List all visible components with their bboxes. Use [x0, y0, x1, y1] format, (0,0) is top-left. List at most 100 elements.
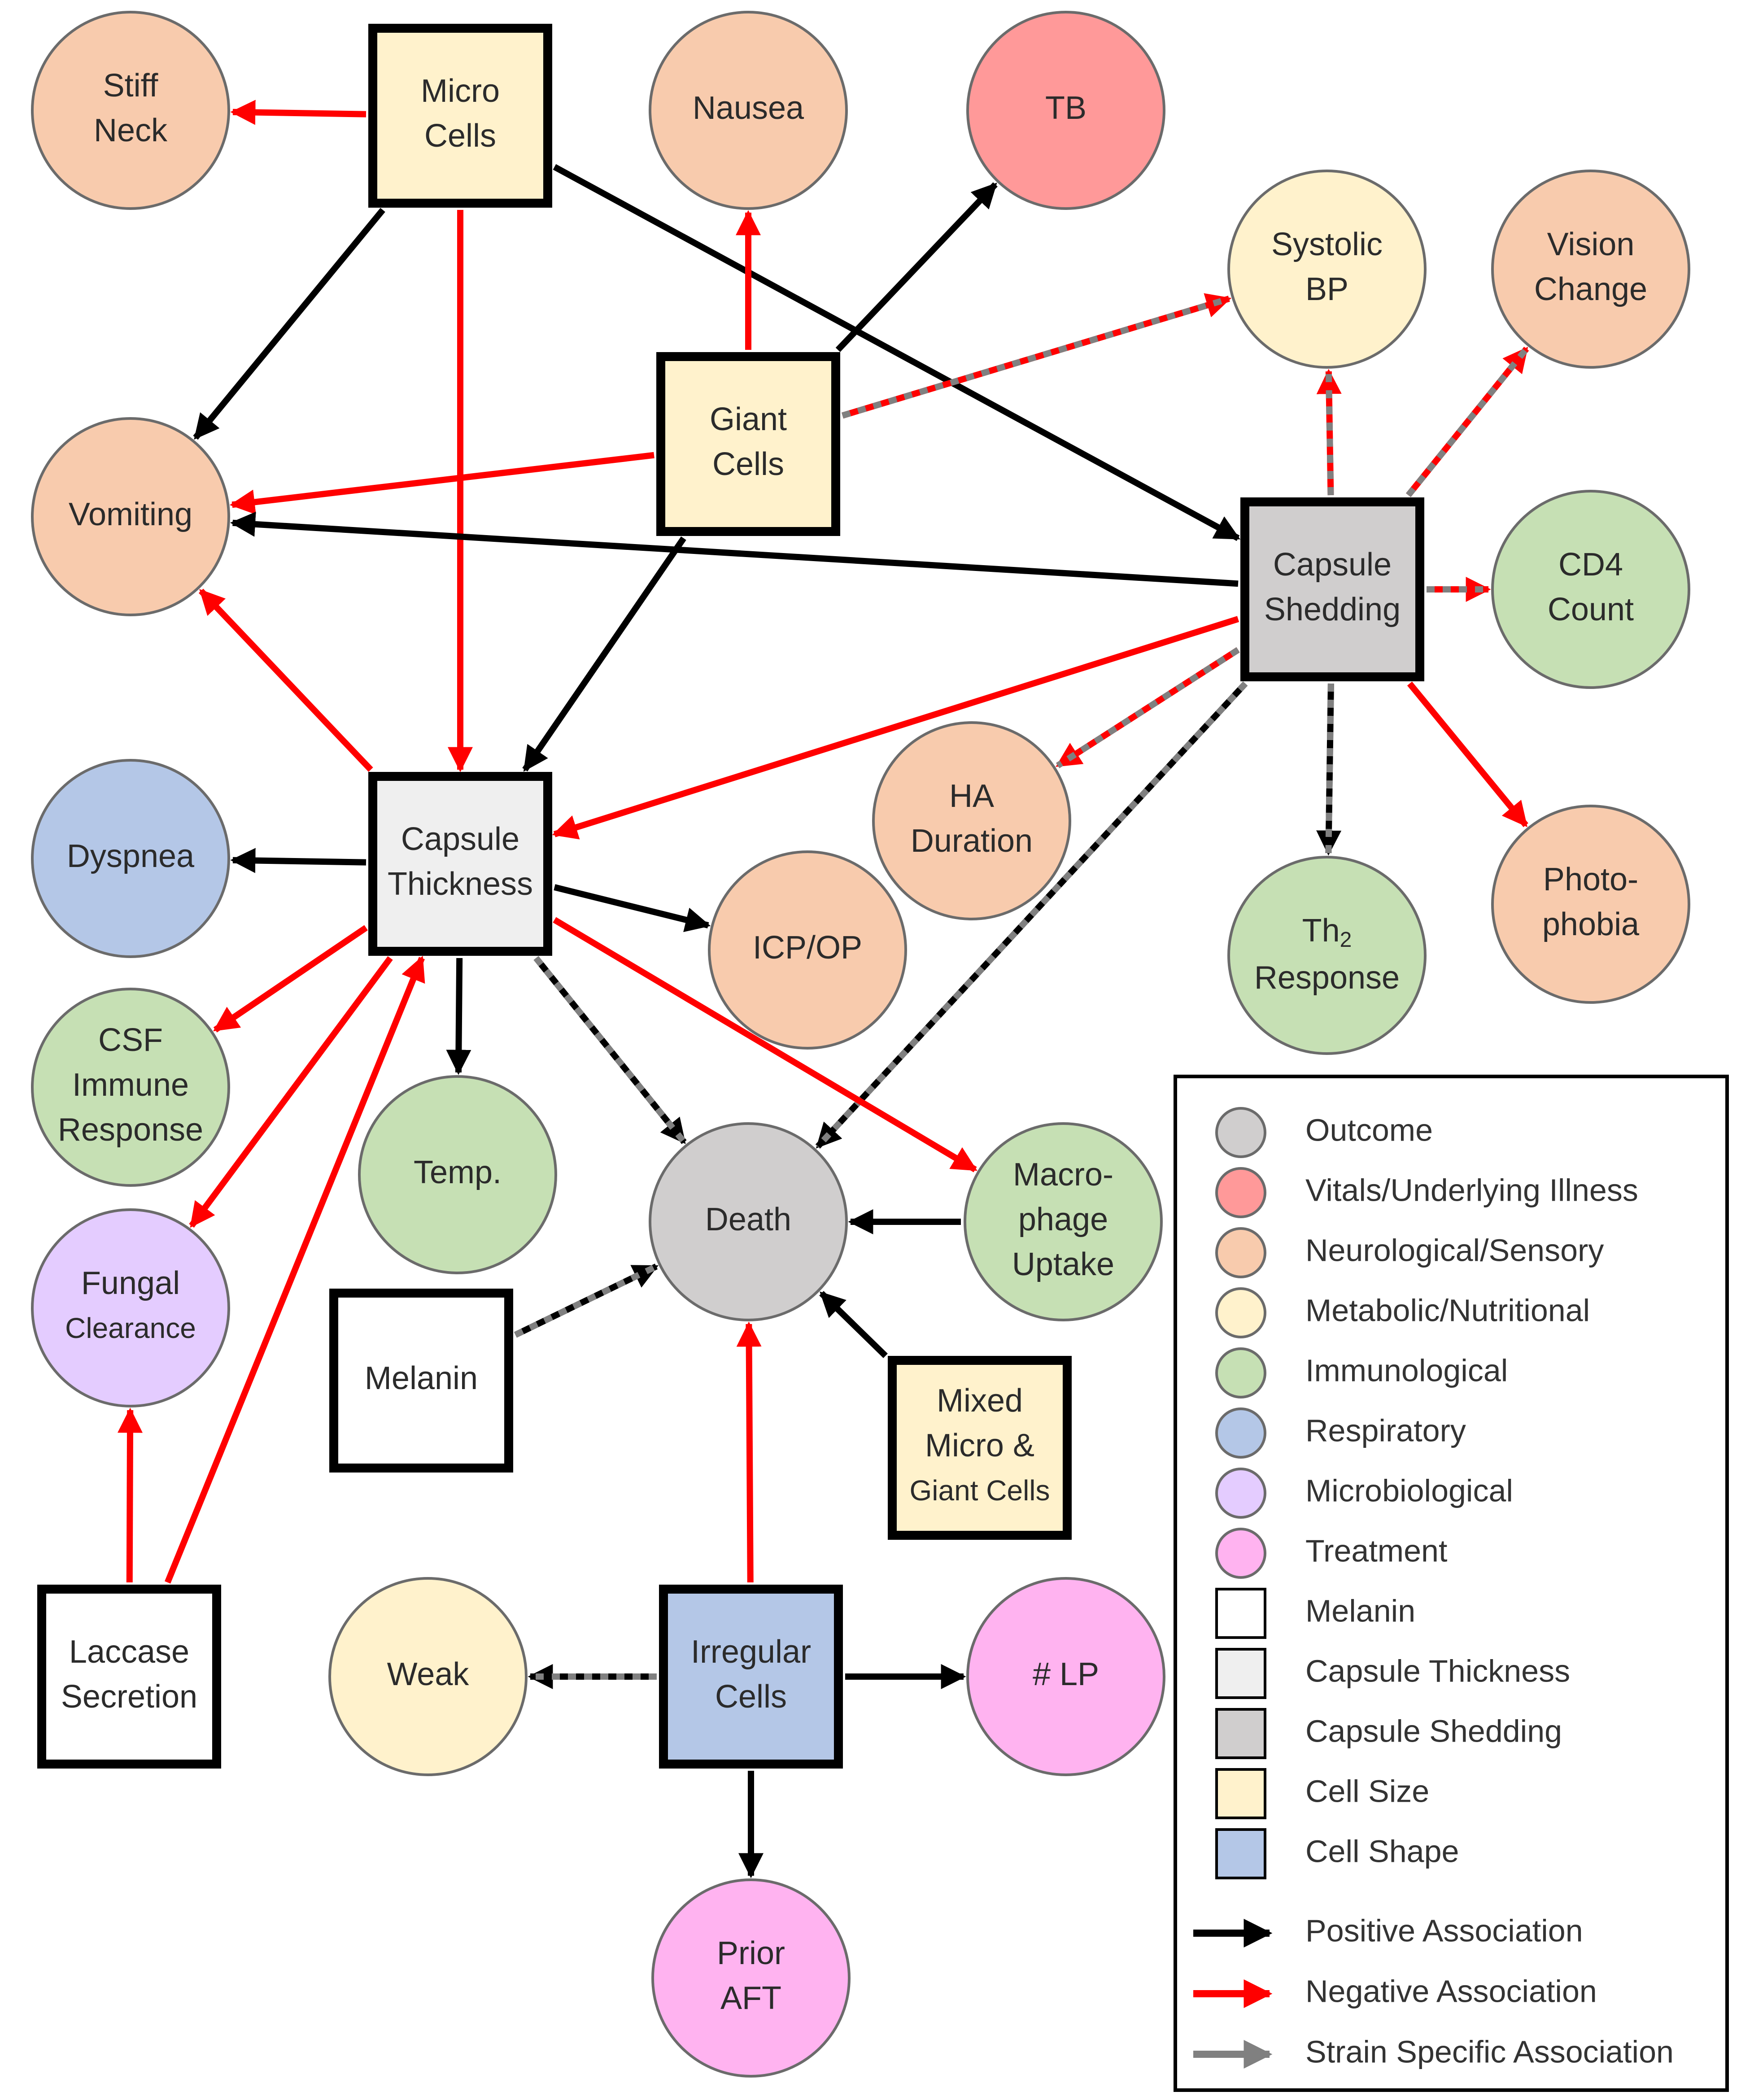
node-label-line: Stiff	[103, 68, 159, 104]
node-label-line: Melanin	[365, 1360, 478, 1396]
edge-capsule-thickness-to-macrophage	[553, 917, 977, 1172]
legend-label: Outcome	[1305, 1112, 1433, 1147]
legend-item: Metabolic/Nutritional	[1215, 1287, 1590, 1338]
legend-item: Capsule Shedding	[1215, 1708, 1562, 1759]
legend-item: Cell Size	[1215, 1768, 1429, 1819]
edge-capsule-shedding-to-vomiting	[230, 511, 1239, 587]
legend-item: Respiratory	[1215, 1407, 1466, 1459]
node-label-line: Micro	[421, 73, 500, 109]
node-label-line: Response	[58, 1112, 203, 1148]
node-label-line: Shedding	[1264, 592, 1401, 627]
node-label-line: BP	[1305, 271, 1348, 307]
legend-item: Cell Shape	[1215, 1828, 1459, 1879]
edge-capsule-thickness-to-icp-op	[554, 884, 711, 932]
node-dyspnea: Dyspnea	[31, 759, 230, 958]
node-label-line: # LP	[1033, 1656, 1099, 1692]
legend-swatch-circle	[1215, 1227, 1266, 1278]
node-label-line: Change	[1534, 271, 1647, 307]
legend-label: Cell Size	[1305, 1773, 1429, 1808]
node-label-line: Response	[1254, 960, 1400, 996]
edge-laccase-to-capsule-thickness	[165, 955, 425, 1584]
node-label-line: Giant Cells	[910, 1474, 1050, 1507]
edge-capsule-thickness-to-fungal-clearance	[189, 956, 393, 1228]
legend-swatch-square	[1215, 1768, 1266, 1819]
edge-capsule-shedding-to-capsule-thickness	[552, 616, 1239, 840]
legend-item: Immunological	[1215, 1347, 1508, 1399]
edge-capsule-shedding-to-th2-response	[1316, 683, 1342, 856]
legend-label: Capsule Thickness	[1305, 1653, 1570, 1688]
edge-capsule-thickness-to-vomiting	[198, 588, 373, 772]
node-label-line: Laccase	[69, 1634, 189, 1670]
legend-label: Capsule Shedding	[1305, 1713, 1562, 1748]
node-label-line: CD4	[1558, 547, 1623, 583]
node-label-line: phage	[1018, 1202, 1108, 1237]
node-label-line: Nausea	[693, 90, 804, 126]
node-label-line: Immune	[72, 1067, 189, 1103]
edge-capsule-shedding-to-death	[815, 681, 1248, 1149]
node-label-line: Cells	[424, 118, 496, 154]
edge-capsule-thickness-to-dyspnea	[230, 848, 367, 873]
legend-swatch-circle	[1215, 1167, 1266, 1218]
legend-arrow-item: Strain Specific Association	[1193, 2034, 1674, 2069]
node-weak: Weak	[328, 1577, 528, 1776]
legend-label: Immunological	[1305, 1353, 1508, 1388]
legend-item: Capsule Thickness	[1215, 1648, 1570, 1699]
node-tb: TB	[966, 11, 1165, 210]
legend-label: Vitals/Underlying Illness	[1305, 1172, 1638, 1207]
edges-layer	[117, 100, 1529, 1878]
node-label-line: ICP/OP	[753, 930, 862, 966]
legend-item: Vitals/Underlying Illness	[1215, 1167, 1638, 1218]
edge-capsule-thickness-to-temp	[446, 958, 471, 1075]
legend-swatch-square	[1215, 1648, 1266, 1699]
node-label-line: Uptake	[1012, 1246, 1114, 1282]
edge-giant-cells-to-tb	[835, 182, 998, 352]
node-label-line: Capsule	[1273, 547, 1392, 583]
legend-swatch-square	[1215, 1588, 1266, 1639]
node-label-line: Clearance	[65, 1312, 196, 1344]
legend-item: Microbiological	[1215, 1468, 1513, 1519]
legend-swatch-square	[1215, 1708, 1266, 1759]
node-label-line: CSF	[98, 1022, 163, 1058]
legend-label: Strain Specific Association	[1305, 2034, 1674, 2069]
node-label-line: Fungal	[81, 1265, 180, 1301]
node-label-line: Cells	[715, 1679, 787, 1715]
legend-label: Cell Shape	[1305, 1834, 1459, 1869]
edge-capsule-shedding-to-ha-duration	[1056, 647, 1240, 768]
node-label-line: Weak	[387, 1656, 470, 1692]
node-label-line: Th2	[1302, 913, 1352, 952]
node-melanin: Melanin	[329, 1289, 513, 1473]
node-nausea: Nausea	[649, 11, 848, 210]
edge-micro-cells-to-vomiting	[193, 208, 385, 440]
edge-capsule-shedding-to-vision-change	[1405, 347, 1529, 497]
node-label-line: Dyspnea	[67, 838, 195, 874]
node-label-line: Micro &	[925, 1428, 1034, 1464]
edge-micro-cells-to-capsule-shedding	[553, 164, 1240, 541]
legend-label: Neurological/Sensory	[1305, 1233, 1604, 1268]
legend-swatch-circle	[1215, 1528, 1266, 1579]
node-label-line: phobia	[1542, 906, 1640, 942]
node-label-line: Mixed	[937, 1383, 1023, 1419]
node-label-line: Cells	[712, 446, 784, 482]
legend-label: Metabolic/Nutritional	[1305, 1293, 1590, 1328]
legend-swatch-circle	[1215, 1347, 1266, 1399]
legend-swatch-circle	[1215, 1107, 1266, 1158]
legend-item: Outcome	[1215, 1107, 1433, 1158]
node-label-line: Neck	[94, 113, 168, 148]
legend-arrow-item: Negative Association	[1193, 1974, 1597, 2009]
legend-swatch-circle	[1215, 1468, 1266, 1519]
edge-melanin-to-death	[514, 1263, 659, 1338]
legend-item: Treatment	[1215, 1528, 1447, 1579]
